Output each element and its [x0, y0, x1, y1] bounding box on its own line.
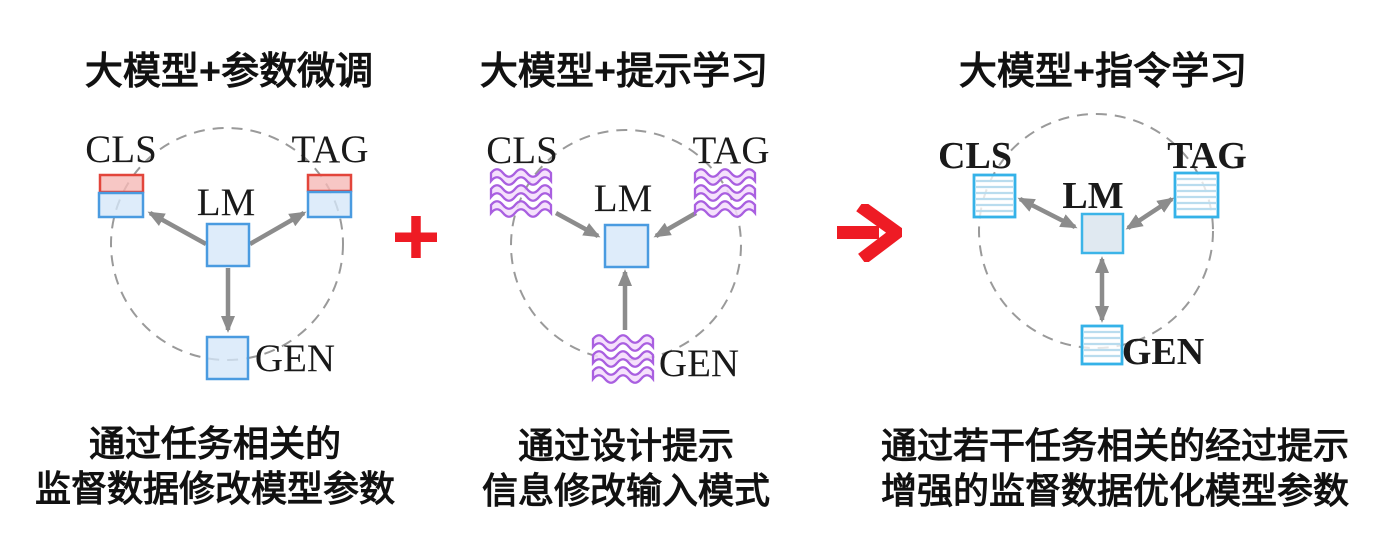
gen-label: GEN: [255, 337, 335, 380]
cls-label: CLS: [940, 135, 1012, 177]
caption-line: 信息修改输入模式: [481, 470, 770, 511]
caption-line: 增强的监督数据优化模型参数: [880, 470, 1349, 511]
panel1-diagram: CLS TAG LM GEN: [85, 127, 369, 381]
gen-instruction-stripes: [1084, 330, 1120, 358]
panel3-title: 大模型+指令学习: [958, 51, 1248, 93]
panel1-title: 大模型+参数微调: [84, 51, 374, 93]
gen-label: GEN: [1122, 331, 1204, 373]
tag-label: TAG: [1167, 135, 1247, 177]
lm-label: LM: [197, 181, 256, 224]
arrow-icon: [837, 204, 902, 262]
panel2-title: 大模型+提示学习: [479, 51, 769, 93]
tag-instruction-stripes: [1177, 177, 1216, 211]
caption-line: 通过设计提示: [517, 425, 734, 466]
arrow-cls-to-lm: [554, 211, 601, 238]
arrow-tag-to-lm: [653, 211, 698, 238]
tag-label: TAG: [692, 129, 769, 172]
cls-label: CLS: [486, 129, 558, 172]
gen-node-box: [205, 335, 250, 381]
lm-node-box: [603, 223, 650, 269]
panel3-diagram: CLS TAG LM GEN: [940, 113, 1247, 373]
arrow-lm-to-tag: [248, 211, 307, 246]
tag-prompt-waves: [693, 168, 757, 218]
cls-tuned-head-block: [98, 173, 145, 194]
plus-icon: [395, 216, 437, 258]
arrow-tag-lm-bidirectional: [1125, 197, 1175, 230]
cls-node-box: [97, 191, 145, 219]
tag-node-box: [306, 190, 353, 219]
tag-label: TAG: [291, 128, 368, 171]
cls-label: CLS: [85, 128, 157, 171]
caption-line: 通过若干任务相关的经过提示: [880, 425, 1349, 466]
lm-node-box: [1080, 212, 1125, 255]
panel2-caption: 通过设计提示 信息修改输入模式: [446, 423, 806, 513]
arrow-lm-to-cls: [147, 211, 208, 246]
lm-label: LM: [1062, 175, 1123, 217]
cls-prompt-waves: [489, 168, 553, 218]
caption-line: 监督数据修改模型参数: [34, 468, 395, 509]
task-scope-dashed-circle: [110, 127, 344, 361]
tag-tuned-head-block: [306, 173, 353, 193]
task-scope-dashed-circle: [978, 113, 1214, 349]
cls-instruction-stripes: [976, 179, 1013, 213]
panel1-caption: 通过任务相关的 监督数据修改模型参数: [33, 421, 397, 511]
panel3-caption: 通过若干任务相关的经过提示 增强的监督数据优化模型参数: [875, 423, 1355, 513]
lm-node-box: [205, 222, 251, 268]
gen-prompt-waves: [591, 334, 655, 384]
lm-label: LM: [594, 177, 653, 220]
arrow-cls-lm-bidirectional: [1017, 196, 1078, 230]
caption-line: 通过任务相关的: [88, 423, 341, 464]
panel2-diagram: CLS TAG LM GEN: [486, 129, 770, 385]
gen-label: GEN: [659, 342, 739, 385]
